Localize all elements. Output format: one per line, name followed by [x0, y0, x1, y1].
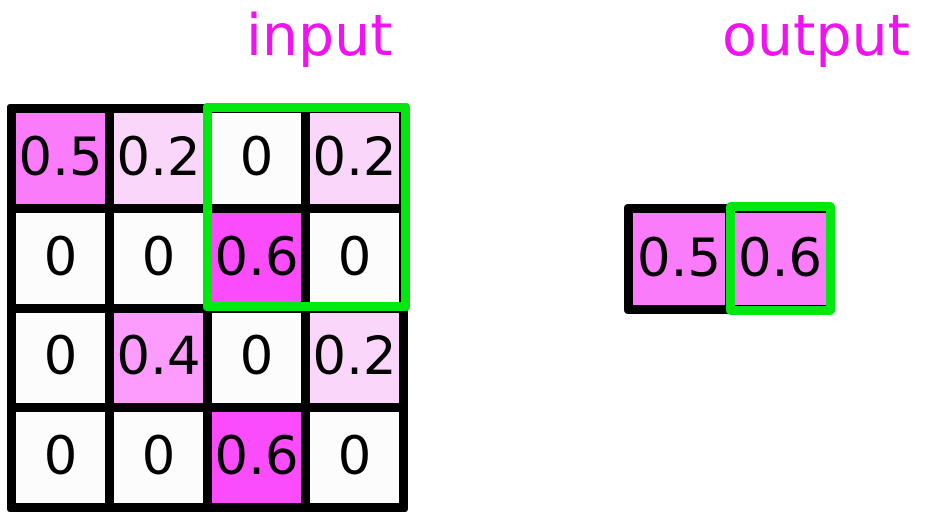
- input-cell-r1c1: 0.5: [16, 113, 105, 204]
- input-cell-value: 0: [141, 426, 176, 488]
- input-cell-r4c3: 0.6: [212, 412, 301, 503]
- input-cell-value: 0: [239, 126, 274, 188]
- input-cell-r3c1: 0: [16, 312, 105, 404]
- input-cell-r1c3: 0: [212, 113, 301, 204]
- input-cell-r4c2: 0: [114, 412, 203, 503]
- output-cell-r1c1: 0.5: [633, 213, 725, 305]
- output-title: output: [722, 3, 911, 69]
- input-cell-value: 0.4: [116, 326, 201, 388]
- input-cell-value: 0: [337, 226, 372, 288]
- output-cell-value: 0.6: [737, 227, 823, 289]
- input-cell-value: 0.5: [18, 126, 103, 188]
- input-cell-r1c2: 0.2: [114, 113, 203, 204]
- input-cell-r3c2: 0.4: [114, 312, 203, 404]
- input-cell-r4c1: 0: [16, 412, 105, 503]
- input-cell-value: 0: [43, 226, 78, 288]
- input-cell-value: 0.2: [312, 126, 397, 188]
- input-cell-value: 0: [43, 426, 78, 488]
- input-cell-value: 0: [43, 326, 78, 388]
- input-cell-value: 0: [239, 326, 274, 388]
- input-cell-value: 0.6: [214, 226, 299, 288]
- input-cell-r2c1: 0: [16, 212, 105, 304]
- input-cell-r2c4: 0: [310, 212, 399, 304]
- output-cell-value: 0.5: [636, 227, 722, 289]
- input-cell-value: 0.6: [214, 426, 299, 488]
- input-cell-r3c4: 0.2: [310, 312, 399, 404]
- input-title: input: [246, 3, 393, 69]
- input-cell-value: 0.2: [116, 126, 201, 188]
- output-cell-r1c2: 0.6: [734, 213, 826, 305]
- input-cell-r4c4: 0: [310, 412, 399, 503]
- input-cell-value: 0: [337, 426, 372, 488]
- input-cell-value: 0: [141, 226, 176, 288]
- input-cell-r1c4: 0.2: [310, 113, 399, 204]
- input-cell-r3c3: 0: [212, 312, 301, 404]
- input-cell-value: 0.2: [312, 326, 397, 388]
- input-cell-r2c3: 0.6: [212, 212, 301, 304]
- input-cell-r2c2: 0: [114, 212, 203, 304]
